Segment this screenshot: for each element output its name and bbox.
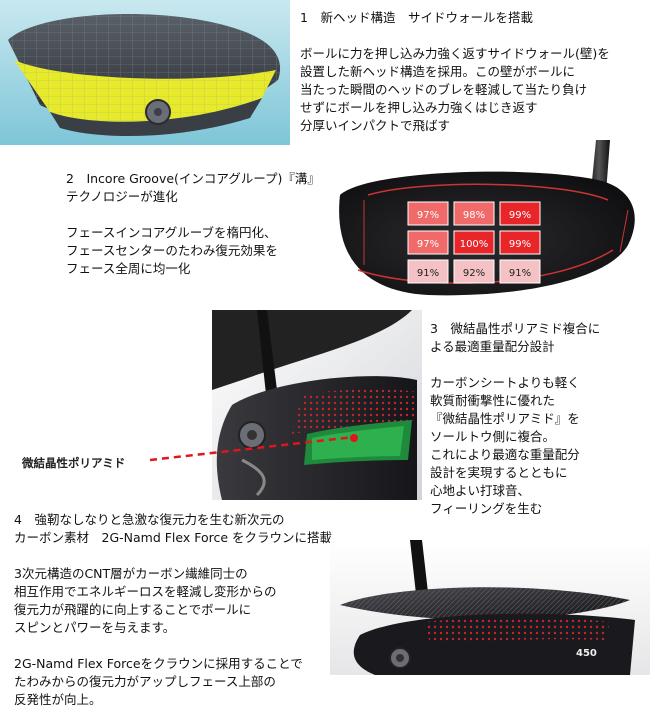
loft-mark-label: 450: [576, 648, 597, 659]
grid-cell-label: 91%: [509, 268, 531, 279]
section-4: 4 強靭なしなりと急激な復元力を生む新次元の カーボン素材 2G-Namd Fl…: [14, 511, 332, 709]
section-2-line: フェースセンターのたわみ復元効果を: [66, 243, 278, 258]
section-3-line: 心地よい打球音、: [430, 483, 531, 498]
grid-cell-label: 97%: [417, 210, 439, 221]
section-2: 2 Incore Groove(インコアグループ)『溝』 テクノロジーが進化 フ…: [66, 170, 320, 278]
grid-cell-label: 91%: [417, 268, 439, 279]
section-1: 1 新ヘッド構造 サイドウォールを搭載 ボールに力を押し込み力強く返すサイドウォ…: [300, 9, 610, 135]
section-2-line: フェースインコアグルーブを楕円化、: [66, 225, 277, 240]
section-1-line: 設置した新ヘッド構造を採用。この壁がボールに: [300, 64, 576, 79]
section-4-line: 2G-Namd Flex Forceをクラウンに採用することで: [14, 656, 303, 671]
section-2-heading: テクノロジーが進化: [66, 189, 178, 204]
face-percentage-grid: 97% 98% 99% 97% 100% 99% 91% 92% 91%: [407, 201, 541, 284]
sole-polyamide-illustration: [212, 310, 422, 500]
grid-cell-label: 99%: [509, 239, 531, 250]
section-4-heading: カーボン素材 2G-Namd Flex Force をクラウンに搭載: [14, 530, 333, 545]
crown-carbon-illustration: 450: [330, 540, 650, 675]
grid-cell: [407, 259, 449, 284]
grid-cell: [407, 230, 449, 255]
section-3: 3 微結晶性ポリアミド複合に よる最適重量配分設計 カーボンシートよりも軽く 軟…: [430, 320, 600, 518]
section-3-line: カーボンシートよりも軽く: [430, 375, 580, 390]
grid-cell: [407, 201, 449, 226]
section-1-line: ボールに力を押し込み力強く返すサイドウォール(壁)を: [300, 46, 610, 61]
section-3-heading: 3 微結晶性ポリアミド複合に: [430, 321, 601, 336]
grid-cell: [499, 259, 541, 284]
grid-cell-label: 97%: [417, 239, 439, 250]
section-4-line: 反発性が向上。: [14, 692, 102, 707]
section-3-line: 設計を実現するとともに: [430, 465, 568, 480]
grid-cell-label: 92%: [463, 268, 485, 279]
section-4-line: たわみからの復元力がアップしフェース上部の: [14, 674, 276, 689]
sidewall-head-illustration: [0, 0, 290, 145]
section-3-line: 軟質耐衝撃性に優れた: [430, 393, 556, 408]
section-3-line: 『微結晶性ポリアミド』を: [430, 411, 580, 426]
section-1-line: せずにボールを押し込み力強くはじき返す: [300, 100, 538, 115]
polyamide-annotation-label: 微結晶性ポリアミド: [22, 456, 126, 470]
grid-cell: [453, 201, 495, 226]
section-3-heading: よる最適重量配分設計: [430, 339, 555, 354]
face-rebound-illustration: 97% 98% 99% 97% 100% 99% 91% 92% 91%: [339, 140, 635, 296]
section-4-line: 相互作用でエネルギーロスを軽減し変形からの: [14, 584, 277, 599]
grid-cell: [499, 201, 541, 226]
grid-cell: [453, 259, 495, 284]
section-4-heading: 4 強靭なしなりと急激な復元力を生む新次元の: [14, 512, 285, 527]
grid-cell-label: 99%: [509, 210, 531, 221]
section-2-line: フェース全周に均一化: [66, 261, 191, 276]
section-4-line: 復元力が飛躍的に向上することでボールに: [14, 602, 252, 617]
grid-cell: [499, 230, 541, 255]
section-1-line: 当たった瞬間のヘッドのブレを軽減して当たり負け: [300, 82, 588, 97]
section-4-line: スピンとパワーを与えます。: [14, 620, 176, 635]
section-2-heading: 2 Incore Groove(インコアグループ)『溝』: [66, 171, 320, 186]
grid-cell-label: 98%: [463, 210, 485, 221]
section-1-line: 分厚いインパクトで飛ばす: [300, 118, 451, 133]
section-3-line: ソールトウ側に複合。: [430, 429, 556, 444]
annotation-leader-line: [150, 435, 355, 462]
grid-cell-label: 100%: [460, 239, 489, 250]
grid-cell: [453, 230, 495, 255]
section-3-line: これにより最適な重量配分: [430, 447, 580, 462]
section-1-heading: 1 新ヘッド構造 サイドウォールを搭載: [300, 10, 533, 25]
section-3-line: フィーリングを生む: [430, 501, 543, 516]
section-4-line: 3次元構造のCNT層がカーボン繊維同士の: [14, 566, 248, 581]
